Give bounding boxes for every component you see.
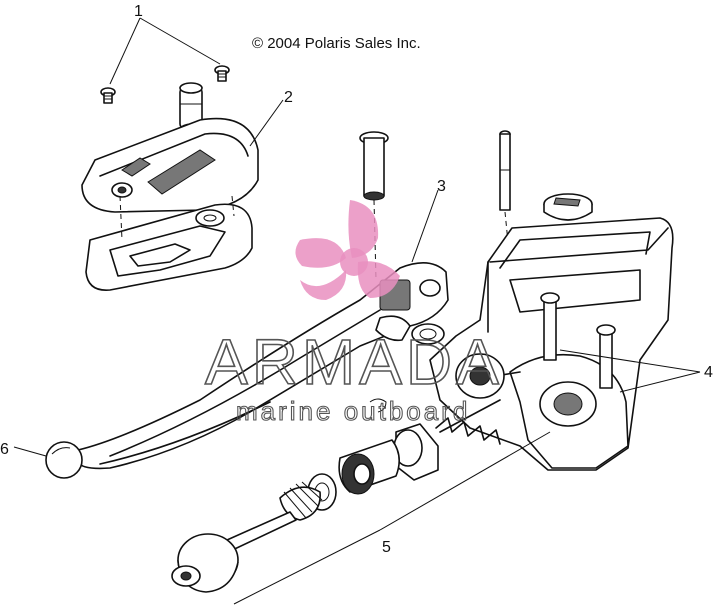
leader-line-5 bbox=[233, 431, 551, 605]
leader-line-1 bbox=[109, 17, 221, 85]
leader-line-2 bbox=[249, 99, 284, 147]
leader-line-3 bbox=[411, 189, 439, 263]
callout-5: 5 bbox=[382, 539, 391, 556]
callout-2: 2 bbox=[284, 89, 293, 106]
callout-4: 4 bbox=[704, 364, 713, 381]
callout-1: 1 bbox=[134, 3, 143, 20]
callout-6: 6 bbox=[0, 441, 9, 458]
part-6-brake-lever bbox=[45, 262, 449, 479]
filler-cap bbox=[543, 193, 593, 221]
copyright-text: © 2004 Polaris Sales Inc. bbox=[252, 35, 421, 52]
leader-line-6 bbox=[13, 446, 47, 457]
part-2-reservoir-cap bbox=[81, 82, 259, 291]
watermark-main-text: ARMADA bbox=[205, 326, 503, 398]
watermark-sub-text: marine outboard bbox=[236, 396, 470, 426]
leader-line-4 bbox=[559, 349, 701, 393]
part-5-piston-assembly bbox=[171, 398, 501, 593]
callout-3: 3 bbox=[437, 178, 446, 195]
watermark-logo-icon bbox=[295, 200, 400, 300]
master-cylinder-body bbox=[429, 217, 674, 471]
part-1-cap-screws bbox=[100, 65, 230, 104]
mounting-pin bbox=[499, 130, 511, 263]
part-3-pivot-bolt bbox=[359, 131, 389, 281]
